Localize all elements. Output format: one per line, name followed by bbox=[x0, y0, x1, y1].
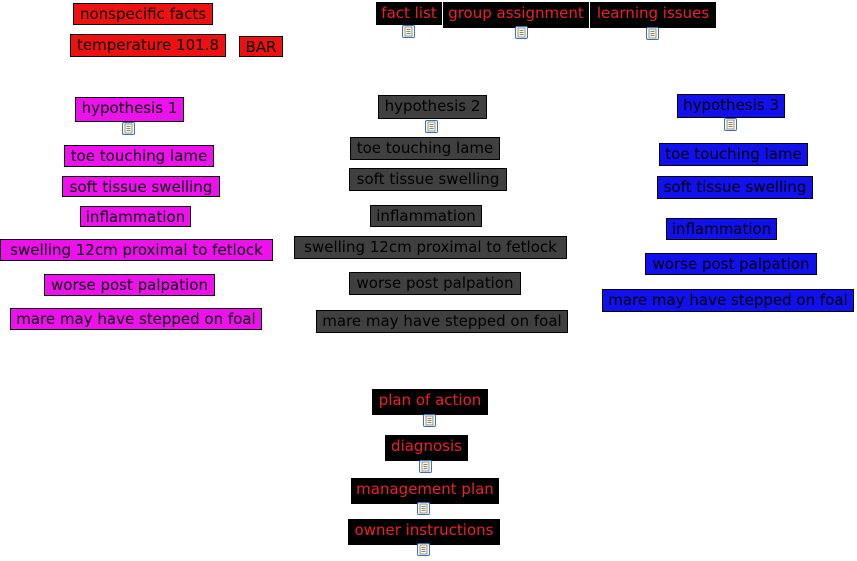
node-h3-item[interactable]: mare may have stepped on foal bbox=[602, 289, 854, 312]
note-icon[interactable] bbox=[419, 460, 432, 473]
node-h1-item[interactable]: inflammation bbox=[80, 206, 191, 227]
node-nonspecific-facts[interactable]: nonspecific facts bbox=[73, 3, 213, 25]
node-h2-item[interactable]: worse post palpation bbox=[349, 272, 521, 295]
node-bar[interactable]: BAR bbox=[239, 36, 283, 57]
note-icon[interactable] bbox=[417, 502, 430, 515]
node-h1-item[interactable]: toe touching lame bbox=[64, 145, 214, 167]
node-h2-item[interactable]: soft tissue swelling bbox=[349, 168, 507, 191]
node-hypothesis-1[interactable]: hypothesis 1 bbox=[75, 97, 184, 122]
node-diagnosis[interactable]: diagnosis bbox=[385, 435, 468, 461]
node-h1-item[interactable]: soft tissue swelling bbox=[62, 176, 220, 197]
note-icon[interactable] bbox=[423, 414, 436, 427]
note-icon[interactable] bbox=[122, 122, 135, 135]
node-h1-item[interactable]: swelling 12cm proximal to fetlock bbox=[0, 239, 273, 261]
node-plan-of-action[interactable]: plan of action bbox=[372, 389, 488, 415]
note-icon[interactable] bbox=[417, 543, 430, 556]
note-icon[interactable] bbox=[646, 27, 659, 40]
node-h2-item[interactable]: inflammation bbox=[370, 205, 482, 227]
node-h2-item[interactable]: mare may have stepped on foal bbox=[316, 310, 568, 333]
node-h1-item[interactable]: mare may have stepped on foal bbox=[10, 308, 262, 330]
node-temperature[interactable]: temperature 101.8 bbox=[70, 34, 226, 57]
node-h3-item[interactable]: inflammation bbox=[666, 218, 777, 240]
node-h3-item[interactable]: worse post palpation bbox=[645, 253, 817, 275]
note-icon[interactable] bbox=[724, 118, 737, 131]
node-h1-item[interactable]: worse post palpation bbox=[44, 274, 215, 296]
node-group-assignment[interactable]: group assignment bbox=[443, 2, 589, 28]
node-hypothesis-2[interactable]: hypothesis 2 bbox=[378, 95, 487, 119]
node-h2-item[interactable]: toe touching lame bbox=[350, 137, 500, 160]
node-h3-item[interactable]: toe touching lame bbox=[659, 143, 808, 166]
node-learning-issues[interactable]: learning issues bbox=[590, 2, 716, 28]
note-icon[interactable] bbox=[402, 25, 415, 38]
note-icon[interactable] bbox=[425, 120, 438, 133]
node-h2-item[interactable]: swelling 12cm proximal to fetlock bbox=[294, 236, 567, 259]
node-hypothesis-3[interactable]: hypothesis 3 bbox=[677, 94, 785, 118]
node-management-plan[interactable]: management plan bbox=[351, 478, 499, 504]
node-fact-list[interactable]: fact list bbox=[376, 2, 442, 25]
node-owner-instructions[interactable]: owner instructions bbox=[348, 519, 500, 545]
node-h3-item[interactable]: soft tissue swelling bbox=[657, 176, 813, 199]
note-icon[interactable] bbox=[515, 26, 528, 39]
